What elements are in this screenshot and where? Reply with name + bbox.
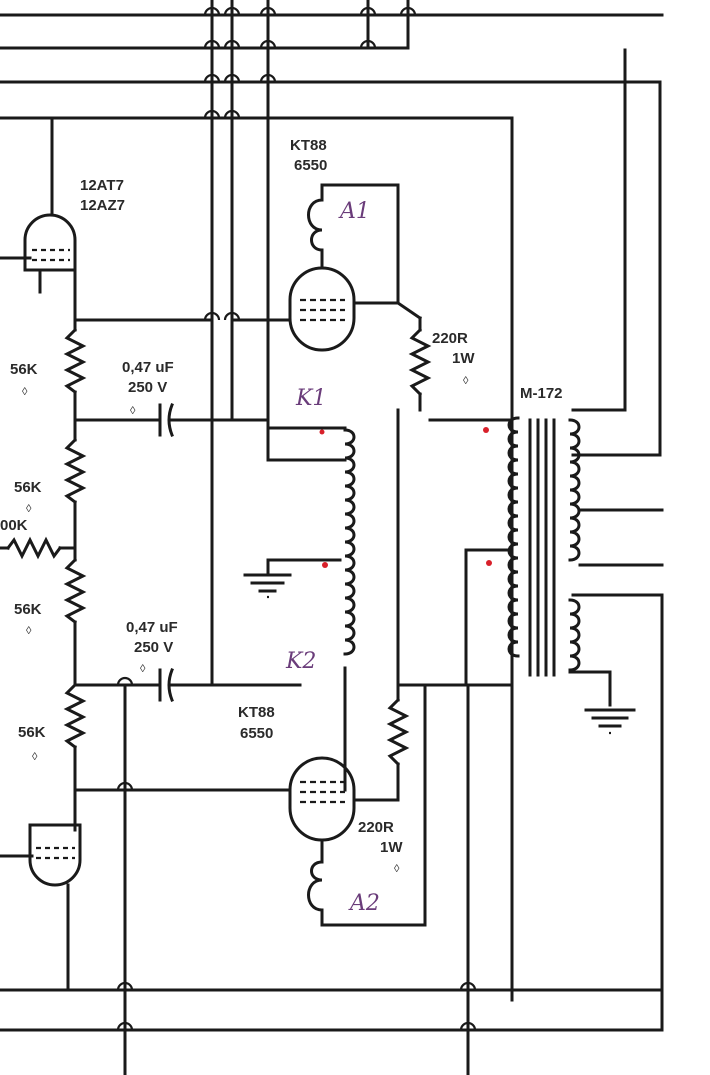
driver-tube-bottom [0, 823, 82, 992]
grid-feed-wires [73, 318, 302, 792]
r-top-2-label: 56K [14, 479, 42, 496]
grid-resistor-bottom-symbol: ◊ [394, 863, 400, 875]
r-top-2-symbol: ◊ [26, 503, 32, 515]
cathode-coil-upper [243, 426, 356, 792]
grid-resistor-top-label: 220R 1W [432, 330, 475, 367]
grid-resistor-bottom-label-line1: 220R [358, 819, 394, 836]
r-bottom-1-symbol: ◊ [26, 625, 32, 637]
grid-resistor-top-label-line2: 1W [452, 350, 475, 367]
coupling-cap-bottom-label: 0,47 uF 250 V [126, 619, 182, 656]
handwritten-a2: A2 [348, 891, 380, 916]
supply-buses [0, 0, 664, 1032]
r-bottom-2-symbol: ◊ [32, 751, 38, 763]
coupling-cap-bottom-label-line2: 250 V [134, 639, 173, 656]
r-bottom-2-label: 56K [18, 724, 46, 741]
grid-resistor-bottom [386, 683, 514, 802]
r-mid-left-label: 00K [0, 517, 28, 534]
transformer-label: M-172 [520, 385, 563, 402]
handwritten-k1: K1 [295, 386, 326, 411]
output-tube-bottom-label-line1: KT88 [238, 704, 275, 721]
output-tube-top-label-line2: 6550 [294, 157, 327, 174]
output-tube-bottom-label-line2: 6550 [240, 725, 273, 742]
output-tube-bottom-label: KT88 6550 [238, 704, 279, 742]
driver-tube-top [0, 116, 77, 322]
coupling-cap-top-label: 0,47 uF 250 V [122, 359, 178, 396]
grid-resistor-top [396, 316, 514, 687]
phase-dot-k2 [322, 562, 328, 568]
r-bottom-1-label: 56K [14, 601, 42, 618]
vertical-bus-crossovers [116, 0, 477, 1075]
phase-dot-primary-top [483, 427, 489, 433]
handwritten-k2: K2 [285, 649, 316, 674]
driver-tube-top-label-line2: 12AZ7 [80, 197, 125, 214]
handwritten-a1: A1 [338, 199, 370, 224]
coupling-cap-top-label-line2: 250 V [128, 379, 167, 396]
phase-dot-primary-mid [486, 560, 492, 566]
output-tube-top-label: KT88 6550 [290, 137, 331, 174]
coupling-cap-top-symbol: ◊ [130, 405, 136, 417]
grid-resistor-bottom-label: 220R 1W [358, 819, 403, 856]
output-tube-top-label-line1: KT88 [290, 137, 327, 154]
output-transformer [464, 416, 664, 735]
driver-tube-top-label: 12AT7 12AZ7 [80, 177, 128, 214]
grid-resistor-top-label-line1: 220R [432, 330, 468, 347]
r-top-1-symbol: ◊ [22, 386, 28, 398]
coupling-cap-top-label-line1: 0,47 uF [122, 359, 174, 376]
output-tube-top [288, 183, 423, 352]
phase-dot-k1 [319, 429, 325, 435]
output-tube-bottom [288, 683, 427, 927]
grid-resistor-top-symbol: ◊ [463, 375, 469, 387]
coupling-cap-bottom-symbol: ◊ [140, 663, 146, 675]
r-top-1-label: 56K [10, 361, 38, 378]
coupling-cap-bottom [158, 668, 174, 702]
left-resistor-chain [0, 318, 87, 832]
coupling-cap-top [158, 403, 174, 437]
grid-resistor-bottom-label-line2: 1W [380, 839, 403, 856]
driver-tube-top-label-line1: 12AT7 [80, 177, 124, 194]
coupling-cap-bottom-label-line1: 0,47 uF [126, 619, 178, 636]
